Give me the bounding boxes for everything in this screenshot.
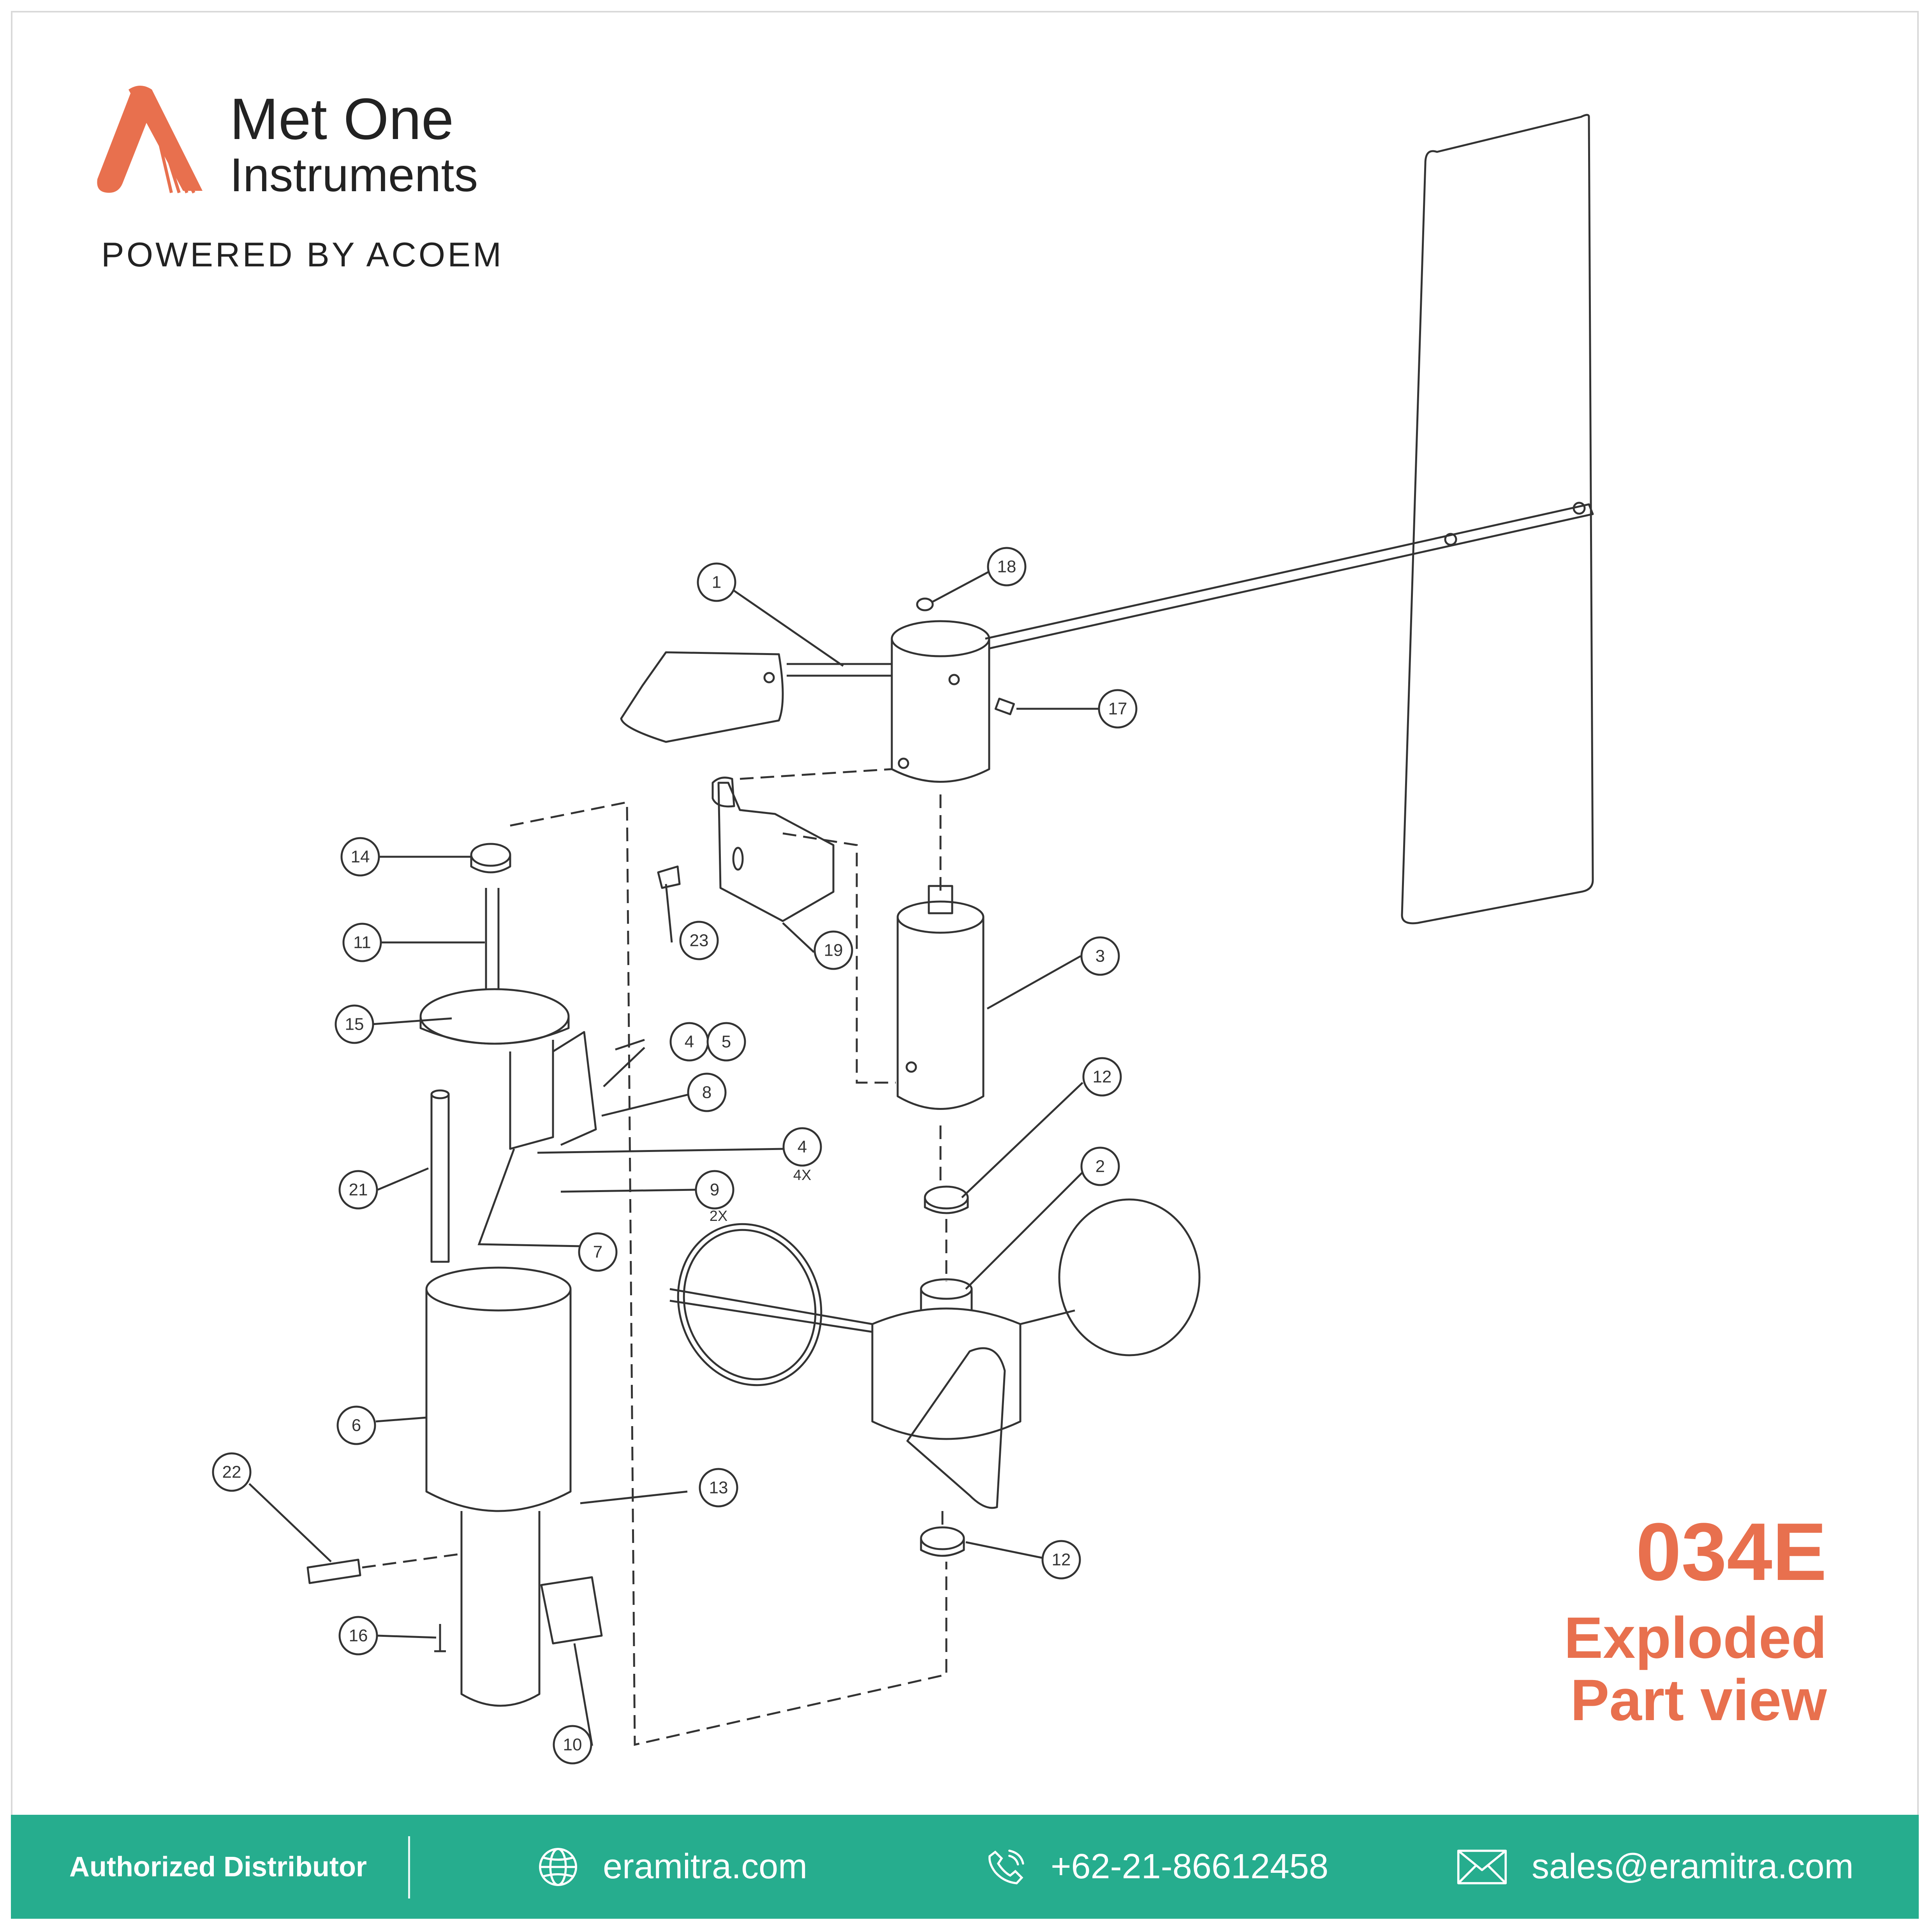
- model-number: 034E: [1636, 1506, 1827, 1597]
- qty-9: 2X: [710, 1208, 727, 1224]
- brand-name: Met One: [230, 86, 454, 151]
- email-item[interactable]: sales@eramitra.com: [1456, 1815, 1854, 1919]
- svg-text:9: 9: [710, 1180, 719, 1199]
- tail-fin: [1401, 114, 1594, 925]
- callout-23: 23: [679, 921, 719, 960]
- svg-text:10: 10: [563, 1735, 582, 1754]
- svg-text:13: 13: [709, 1478, 728, 1497]
- callout-4-upper: 4: [669, 1022, 709, 1062]
- tail-arm: [985, 503, 1594, 650]
- svg-text:7: 7: [593, 1243, 602, 1262]
- bracket-19: [717, 782, 835, 922]
- email-address[interactable]: sales@eramitra.com: [1532, 1847, 1854, 1886]
- svg-text:8: 8: [702, 1083, 712, 1102]
- phone-item[interactable]: +62-21-86612458: [984, 1815, 1328, 1919]
- view-subtitle-line1: Exploded: [1564, 1605, 1827, 1670]
- website-item[interactable]: eramitra.com: [537, 1815, 807, 1919]
- callout-16: 16: [338, 1616, 378, 1655]
- counterweight-arm: [787, 663, 892, 677]
- callout-1: 1: [697, 562, 736, 602]
- callout-7: 7: [578, 1232, 618, 1272]
- svg-text:19: 19: [824, 941, 843, 960]
- callout-9: 9: [695, 1170, 734, 1210]
- product-title: 034E Exploded Part view: [1564, 1511, 1827, 1729]
- callout-5: 5: [706, 1022, 746, 1062]
- svg-text:12: 12: [1052, 1550, 1071, 1569]
- distributor-label: Authorized Distributor: [69, 1851, 367, 1883]
- callout-18: 18: [987, 547, 1027, 586]
- callout-8: 8: [687, 1073, 727, 1112]
- svg-text:4: 4: [798, 1138, 807, 1157]
- svg-text:14: 14: [351, 847, 370, 866]
- globe-icon: [539, 1847, 577, 1886]
- cup-front: [906, 1347, 1006, 1509]
- footer-bar: Authorized Distributor eramitra.com +62-…: [11, 1815, 1919, 1919]
- cup-right: [1058, 1198, 1201, 1356]
- callout-12-upper: 12: [1082, 1057, 1122, 1097]
- brand-logo: Met One Instruments POWERED BY ACOEM: [93, 82, 506, 284]
- svg-text:1: 1: [712, 573, 721, 592]
- svg-text:4: 4: [685, 1032, 694, 1051]
- brand-tagline: POWERED BY ACOEM: [101, 235, 504, 274]
- callout-3: 3: [1080, 936, 1120, 976]
- svg-text:21: 21: [349, 1180, 368, 1199]
- svg-text:6: 6: [352, 1416, 361, 1435]
- svg-text:15: 15: [345, 1015, 364, 1034]
- callout-21: 21: [338, 1170, 378, 1210]
- met-one-logo-icon: [97, 86, 203, 194]
- callout-6: 6: [336, 1405, 376, 1445]
- svg-text:18: 18: [997, 557, 1016, 576]
- svg-text:17: 17: [1108, 699, 1127, 719]
- counterweight: [620, 651, 784, 743]
- qty-4: 4X: [793, 1167, 811, 1184]
- callout-11: 11: [342, 923, 382, 962]
- svg-text:12: 12: [1093, 1067, 1112, 1087]
- svg-text:11: 11: [353, 933, 371, 952]
- callout-19: 19: [814, 930, 853, 970]
- svg-text:16: 16: [349, 1626, 368, 1645]
- phone-icon: [988, 1849, 1024, 1884]
- callout-12-lower: 12: [1041, 1540, 1081, 1580]
- website-link[interactable]: eramitra.com: [603, 1847, 808, 1886]
- callout-2: 2: [1080, 1147, 1120, 1186]
- svg-text:22: 22: [222, 1463, 241, 1482]
- phone-number[interactable]: +62-21-86612458: [1051, 1847, 1329, 1886]
- callout-17: 17: [1098, 689, 1138, 729]
- svg-text:3: 3: [1095, 947, 1105, 966]
- svg-text:5: 5: [722, 1032, 731, 1051]
- view-subtitle-line2: Part view: [1570, 1667, 1827, 1733]
- callout-4-lower: 4: [782, 1127, 822, 1167]
- callout-10: 10: [553, 1725, 592, 1765]
- svg-text:23: 23: [690, 931, 709, 950]
- svg-text:2: 2: [1095, 1157, 1105, 1176]
- callout-15: 15: [335, 1004, 374, 1044]
- callout-13: 13: [699, 1468, 738, 1508]
- cup-left: [677, 1223, 822, 1386]
- brand-name-sub: Instruments: [230, 148, 478, 201]
- callout-14: 14: [340, 837, 380, 877]
- mail-icon: [1457, 1849, 1507, 1884]
- vane-hub-top: [891, 620, 990, 657]
- footer-divider: [408, 1836, 410, 1899]
- callout-22: 22: [212, 1452, 252, 1492]
- cup-hub: [871, 1307, 1021, 1440]
